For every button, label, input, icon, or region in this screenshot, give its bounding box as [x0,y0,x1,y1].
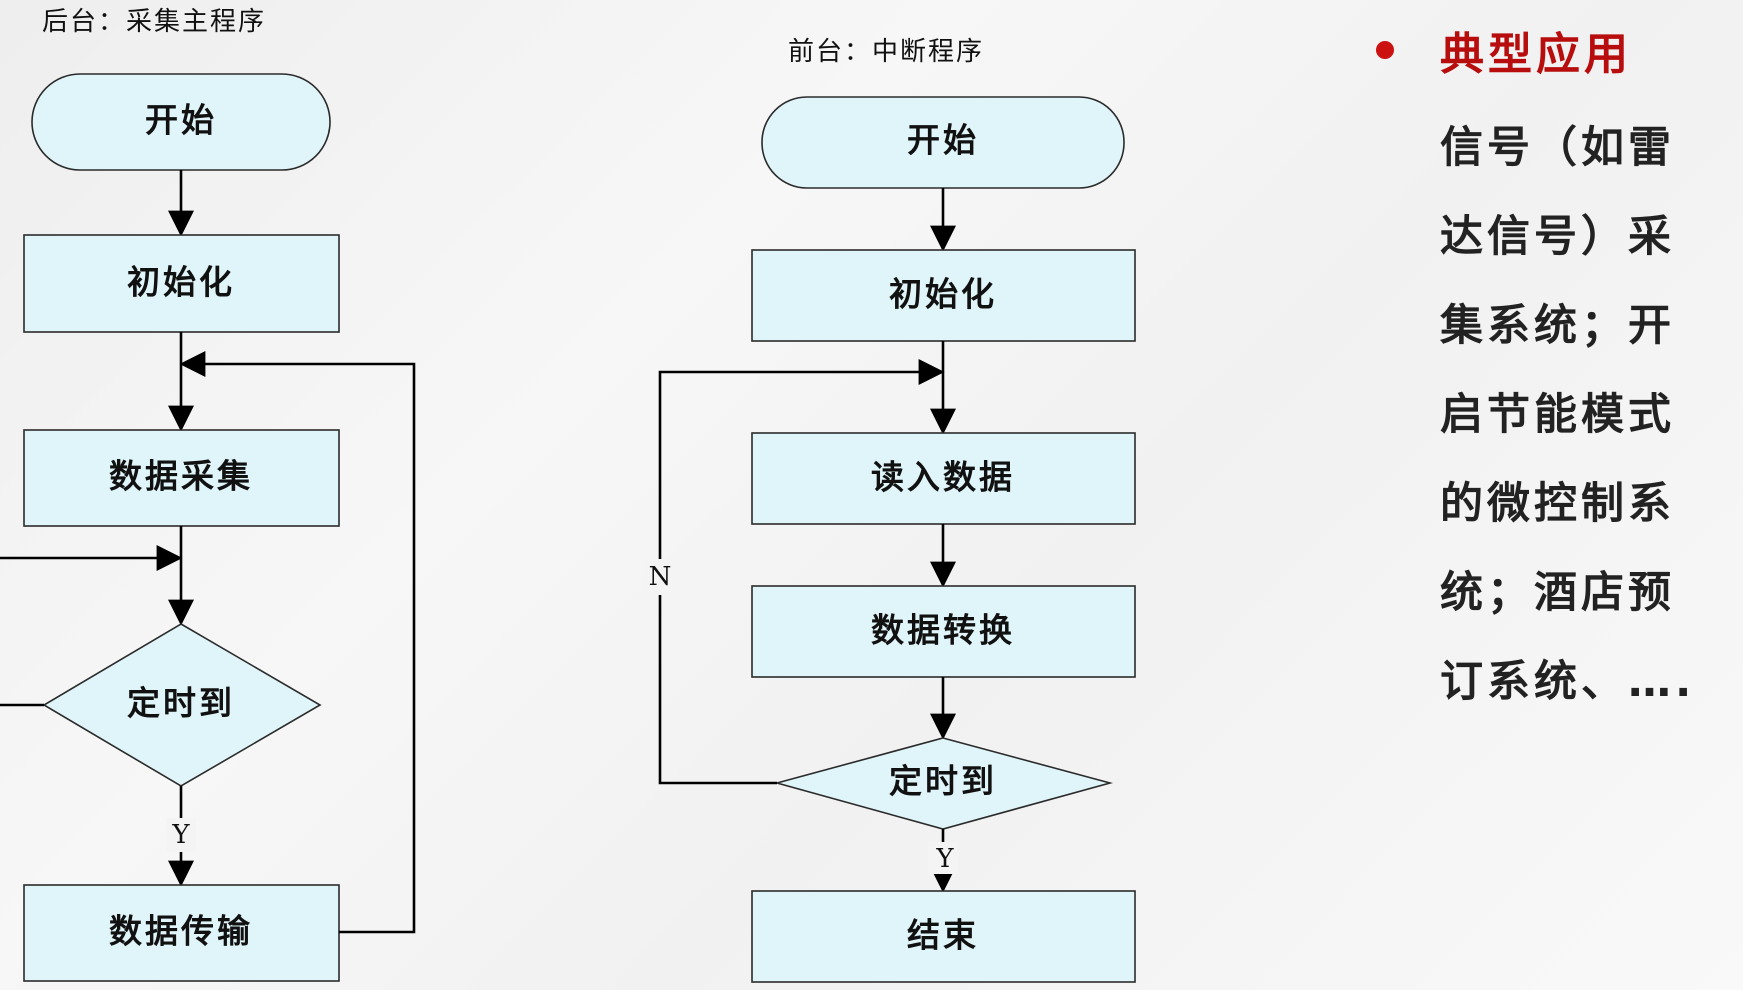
bg-init-box [23,234,340,333]
fg-convert-label: 数据转换 [871,611,1015,650]
bg-loop-back-arrow [179,351,416,934]
fg-read-label: 读入数据 [871,458,1015,497]
applications-panel: 典型应用 信号（如雷达信号）采集系统；开启节能模式的微控制系统；酒店预订系统、…… [1370,18,1710,727]
fg-no-label: N [649,562,672,592]
applications-heading: 典型应用 [1440,29,1632,80]
bg-start-label: 开始 [145,101,217,140]
background-program-flowchart: 后台：采集主程序 开始 初始化 数据采集 定时到 Y 数据传输 [0,7,416,982]
fg-convert-box [751,585,1136,678]
applications-heading-row: 典型应用 [1370,18,1710,82]
bg-decision-label: 定时到 [127,684,235,723]
background-program-title: 后台：采集主程序 [42,7,266,37]
fg-end-box [751,890,1136,983]
foreground-program-flowchart: 前台：中断程序 开始 初始化 读入数据 数据转换 定时到 N Y 结束 [645,37,1136,983]
foreground-program-title: 前台：中断程序 [788,37,984,67]
bg-collect-label: 数据采集 [109,457,253,496]
bg-transmit-box [23,884,340,982]
applications-body-text: 信号（如雷达信号）采集系统；开启节能模式的微控制系统；酒店预订系统、…. [1440,123,1696,707]
bg-collect-box [23,429,340,527]
bg-yes-label: Y [171,820,190,850]
fg-yes-label-bg [928,842,958,874]
fg-no-label-bg [645,559,675,595]
fg-start-label: 开始 [907,121,979,160]
bg-transmit-label: 数据传输 [109,912,253,951]
fg-end-label: 结束 [907,916,979,955]
fg-init-label: 初始化 [889,275,997,314]
bg-init-label: 初始化 [127,263,235,302]
fg-init-box [751,249,1136,342]
fg-decision-label: 定时到 [889,762,997,801]
bullet-icon [1376,41,1394,59]
fg-yes-label: Y [935,844,954,874]
bg-yes-label-bg [166,818,196,852]
